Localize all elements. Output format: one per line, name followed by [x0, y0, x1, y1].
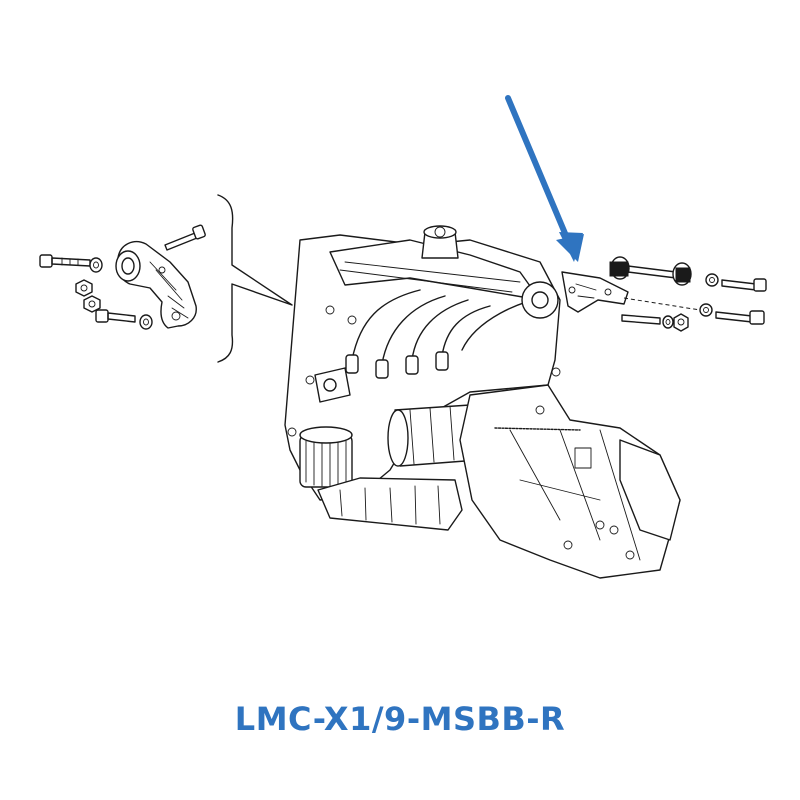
left-bolt-lower	[95, 309, 136, 323]
right-bolt-1	[721, 278, 767, 292]
right-bolt-2	[715, 310, 765, 325]
right-washer-2	[699, 303, 713, 317]
left-bolt-horizontal	[39, 254, 91, 268]
left-nut-2	[83, 295, 101, 313]
right-bolt-3	[621, 314, 661, 325]
left-bolt-upper	[164, 224, 206, 251]
engine-gearbox-assembly	[284, 225, 681, 579]
detail-callout-bracket	[217, 194, 293, 363]
gearbox-housing	[459, 384, 681, 579]
oil-filter	[299, 426, 353, 488]
starter-motor	[387, 404, 479, 467]
part-number-label: LMC-X1/9-MSBB-R	[234, 700, 566, 738]
right-mount-hardware	[609, 256, 767, 332]
right-washer-3	[662, 315, 674, 329]
right-mount-bracket	[561, 271, 701, 313]
left-washer-2	[139, 314, 153, 330]
right-washer-1	[705, 273, 719, 287]
right-nut-1	[673, 313, 689, 332]
arrow-down-right-icon	[505, 95, 584, 262]
right-through-bolt	[609, 256, 692, 286]
left-mount-body	[115, 240, 197, 329]
left-mount-detail	[39, 224, 206, 330]
left-washer-1	[89, 257, 103, 273]
left-nut-1	[75, 279, 93, 297]
